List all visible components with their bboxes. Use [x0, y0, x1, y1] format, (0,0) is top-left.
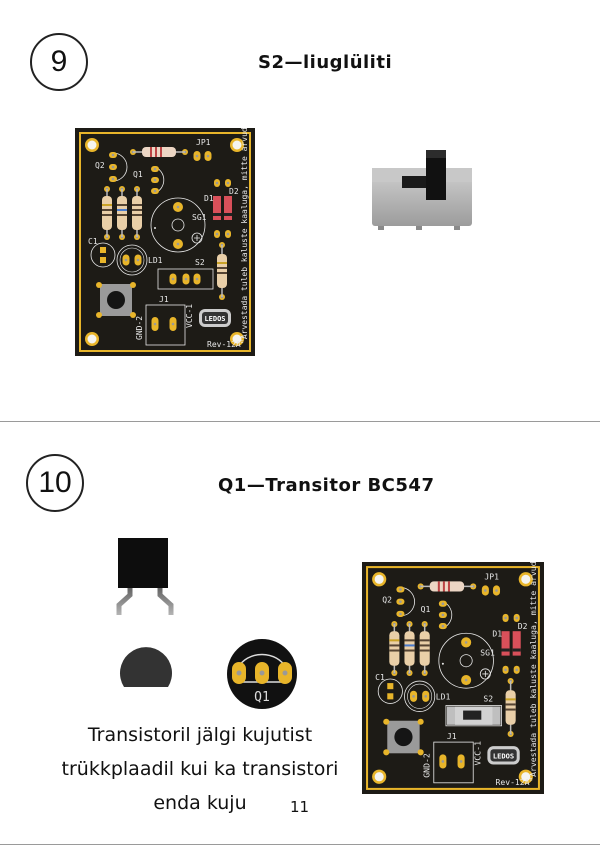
pcb-label-rev: Rev-12A [495, 777, 529, 787]
pcb-label-rev: Rev-12A [207, 340, 241, 349]
page-number: 11 [290, 798, 310, 816]
page-bottom-divider [0, 844, 600, 845]
transistor-image [116, 538, 174, 615]
pcb-label-q1: Q1 [133, 170, 143, 179]
pcb-label-d2: D2 [229, 187, 239, 196]
pcb-label-vcc: VCC-1 [472, 741, 482, 766]
pcb-label-gnd: GND-2 [422, 753, 432, 778]
pcb-label-c1: C1 [375, 672, 385, 682]
q1-footprint-image: Q1 [227, 639, 297, 709]
pcb-label-q1: Q1 [421, 604, 431, 614]
pcb-label-sg1: SG1 [480, 648, 495, 658]
transistor-top-view [120, 647, 172, 687]
description-line: Transistoril jälgi kujutist [87, 724, 313, 746]
step-number-9: 9 [30, 33, 88, 91]
pcb-label-d2: D2 [518, 621, 528, 631]
pcb-label-sg1: SG1 [192, 213, 207, 222]
pcb-label-ld1: LD1 [148, 256, 163, 265]
pcb-label-q2: Q2 [382, 595, 392, 605]
pcb-label-j1: J1 [447, 731, 457, 741]
description-line: enda kuju [153, 792, 247, 814]
pcb-label-gnd: GND-2 [135, 316, 144, 340]
pcb-quote-text: "Arvestada tuleb kaluste kaaluga, mitte … [528, 562, 538, 782]
pcb-logo-text: LEDOS [493, 751, 514, 760]
step-description: Transistoril jälgi kujutist trükkplaadil… [40, 718, 360, 820]
pcb-label-d1: D1 [204, 194, 214, 203]
pcb-quote-text: "Arvestada tuleb kaluste kaaluga, mitte … [240, 128, 249, 344]
pcb-label-jp1: JP1 [484, 571, 499, 581]
pcb-label-ld1: LD1 [436, 691, 451, 701]
pcb-logo-text: LEDOS [204, 315, 225, 323]
step-title-9: S2—liuglüliti [258, 52, 393, 73]
pcb-label-jp1: JP1 [196, 138, 211, 147]
pcb-label-s2: S2 [483, 693, 493, 703]
pcb-label-q2: Q2 [95, 161, 105, 170]
pcb-label-vcc: VCC-1 [185, 304, 194, 328]
section-divider [0, 421, 600, 422]
pcb-label-j1: J1 [159, 295, 169, 304]
pcb-label-d1: D1 [492, 628, 502, 638]
step-title-10: Q1—Transitor BC547 [218, 475, 435, 496]
pcb-label-c1: C1 [88, 237, 98, 246]
step-number-10: 10 [26, 454, 84, 512]
q1-footprint-label: Q1 [254, 690, 270, 705]
slide-switch-image [372, 150, 472, 230]
description-line: trükkplaadil kui ka transistori [61, 758, 339, 780]
pcb-label-s2: S2 [195, 258, 205, 267]
